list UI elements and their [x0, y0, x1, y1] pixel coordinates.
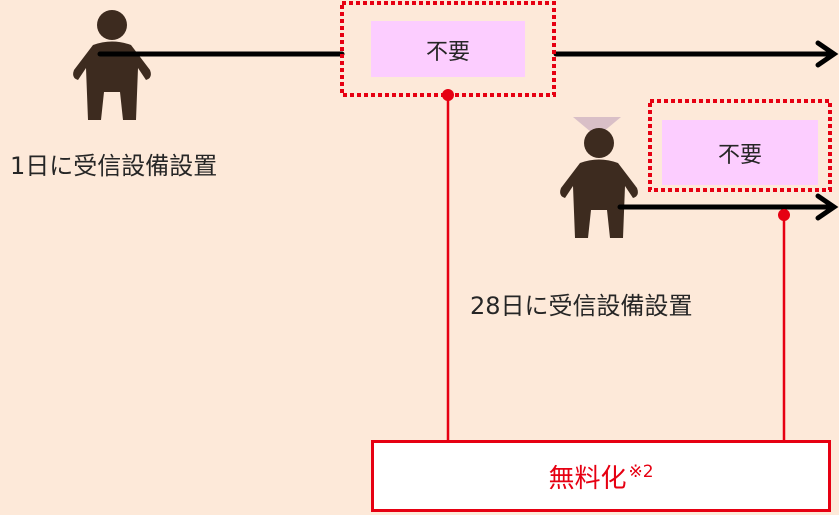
not-required-box-2-label: 不要 — [717, 143, 762, 168]
down-triangle-icon — [573, 117, 621, 137]
not-required-box-2-frame — [648, 99, 832, 192]
connector-lines — [446, 95, 786, 440]
person-1-icon — [73, 10, 151, 120]
connector-dot-2 — [778, 209, 790, 221]
connector-dot-1 — [442, 89, 454, 101]
not-required-box-2-fill — [662, 120, 818, 185]
person-2-label: 28日に受信設備設置 — [470, 292, 693, 320]
person-2-icon — [560, 128, 638, 238]
not-required-box-1-fill — [371, 21, 525, 77]
timeline-arrow-2 — [617, 193, 839, 221]
footnote-marker: ※2 — [628, 462, 654, 482]
timeline-arrow-1 — [97, 40, 839, 68]
not-required-box-1-label: 不要 — [425, 40, 470, 65]
free-of-charge-box: 無料化※2 — [371, 440, 831, 512]
free-of-charge-label: 無料化 — [548, 463, 627, 494]
person-1-label: 1日に受信設備設置 — [10, 152, 218, 180]
